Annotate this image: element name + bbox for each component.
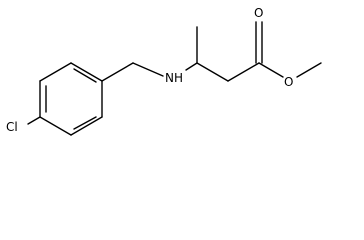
- chlorine-atom-label: Cl: [6, 120, 18, 134]
- ch-to-ch2-bond: [196, 62, 229, 82]
- ring-bond-5: [70, 116, 103, 136]
- ring-bond-3: [70, 62, 103, 82]
- ch2-to-nitrogen-bond: [132, 62, 164, 77]
- benzyl-ch2-bond: [101, 62, 134, 82]
- chemical-structure-diagram: Cl NH O O: [6, 6, 322, 136]
- chlorophenyl-ring: [39, 62, 103, 136]
- ring-inner-double-bond-3: [73, 116, 97, 130]
- chlorine-bond: [27, 116, 41, 125]
- ring-bond-2: [39, 62, 72, 82]
- nitrogen-to-ch-bond: [185, 62, 198, 71]
- carbonyl-oxygen-label: O: [254, 6, 263, 20]
- ester-oxygen-label: O: [284, 75, 293, 89]
- ring-bond-6: [39, 116, 72, 136]
- ring-inner-double-bond-2: [73, 68, 97, 83]
- ch2-to-carbonyl-bond: [227, 62, 260, 82]
- ester-oxygen-to-methyl-bond: [296, 62, 322, 78]
- carbonyl-to-ester-oxygen-bond: [258, 62, 284, 78]
- amine-nh-label: NH: [165, 71, 183, 85]
